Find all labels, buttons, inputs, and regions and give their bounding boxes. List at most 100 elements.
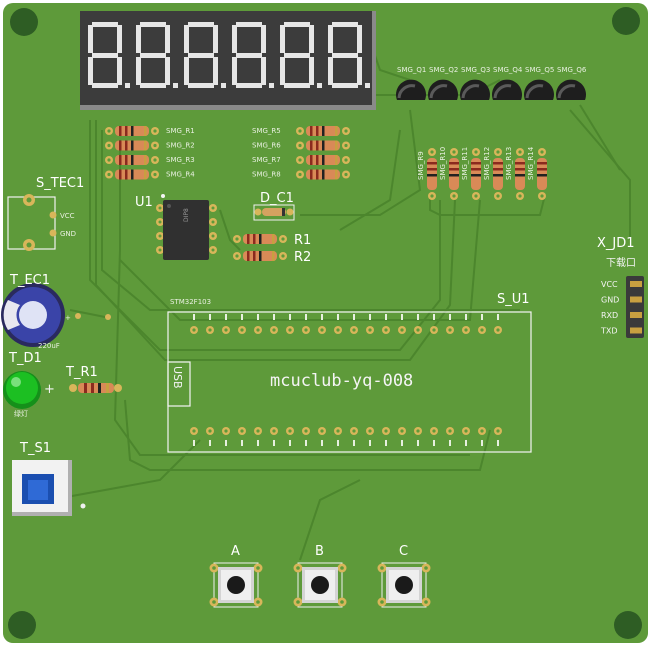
resistor — [493, 148, 503, 200]
button-b[interactable] — [293, 562, 347, 608]
ref-x-jd1: X_JD1 — [597, 236, 635, 251]
transistor-6 — [556, 79, 586, 100]
resistor — [449, 148, 459, 200]
led-plus: + — [44, 382, 55, 397]
segment — [136, 57, 141, 85]
jd-pin — [630, 281, 642, 287]
resistor — [537, 148, 547, 200]
transistor-label: SMG_Q1 — [397, 66, 426, 74]
vert-res-label: SMG_R9 — [417, 151, 425, 180]
segment — [136, 25, 141, 53]
resistor — [105, 140, 159, 151]
segment — [261, 57, 266, 85]
mounting-hole-bl — [8, 611, 36, 639]
tactile-buttons — [209, 562, 431, 608]
mcu-model-label: STM32F103 — [170, 298, 211, 306]
transistor-label: SMG_Q6 — [557, 66, 587, 74]
segment — [165, 57, 170, 85]
pcb-substrate — [3, 3, 648, 643]
tec-pin-vcc: VCC — [60, 212, 75, 220]
segment — [232, 25, 237, 53]
mid-res-label: SMG_R8 — [252, 171, 281, 179]
t-r1-resistor — [69, 383, 122, 393]
mounting-hole-br — [614, 611, 642, 639]
button-a[interactable] — [209, 562, 263, 608]
led-color-label: 绿灯 — [14, 409, 28, 418]
segment — [92, 53, 118, 58]
resistor — [296, 126, 350, 136]
segment — [188, 53, 214, 58]
transistor-2 — [428, 79, 459, 100]
button-cap[interactable] — [395, 576, 413, 594]
segment — [213, 57, 218, 85]
seven-segment-display — [80, 11, 376, 110]
pin1-marker — [161, 194, 165, 198]
ref-t-r1: T_R1 — [65, 365, 98, 380]
button-cap[interactable] — [227, 576, 245, 594]
segment — [332, 53, 358, 58]
u1-chip-label: DIP8 — [183, 208, 190, 222]
segment — [328, 57, 333, 85]
left-res-label: SMG_R3 — [166, 156, 195, 164]
transistor-5 — [524, 79, 554, 100]
jd-pin-label-rxd: RXD — [601, 311, 618, 320]
jd-title: 下载口 — [606, 257, 636, 269]
segment — [328, 25, 333, 53]
segment — [236, 22, 262, 27]
segment — [284, 83, 310, 88]
resistor — [296, 140, 350, 151]
mounting-hole-tr — [612, 7, 640, 35]
segment — [309, 25, 314, 53]
jd-pin-label-vcc: VCC — [601, 280, 618, 289]
board-title: mcuclub-yq-008 — [270, 371, 413, 391]
transistor-4 — [492, 79, 522, 100]
t-ec1-capacitor — [1, 283, 111, 347]
usb-label: USB — [171, 366, 184, 389]
decimal-point — [173, 83, 178, 88]
segment — [117, 57, 122, 85]
ref-t-ec1: T_EC1 — [9, 273, 50, 288]
tec-pin-gnd: GND — [60, 230, 76, 238]
resistor — [233, 234, 287, 244]
transistor-label: SMG_Q5 — [525, 66, 554, 74]
mid-res-label: SMG_R5 — [252, 127, 281, 135]
display-digits — [88, 22, 370, 88]
segment — [117, 25, 122, 53]
mounting-hole-tl — [10, 8, 38, 36]
button-label: A — [231, 544, 240, 559]
segment — [184, 57, 189, 85]
mid-resistor-bank — [296, 126, 350, 180]
transistor-label: SMG_Q4 — [493, 66, 523, 74]
jd-pin — [630, 312, 642, 318]
left-res-label: SMG_R2 — [166, 142, 195, 150]
transistor-3 — [460, 79, 491, 100]
decimal-point — [221, 83, 226, 88]
segment — [357, 57, 362, 85]
mid-res-label: SMG_R6 — [252, 142, 281, 150]
segment — [236, 53, 262, 58]
resistor — [427, 148, 437, 200]
mid-res-label: SMG_R7 — [252, 156, 281, 164]
left-res-label: SMG_R4 — [166, 171, 195, 179]
button-cap[interactable] — [311, 576, 329, 594]
button-c[interactable] — [377, 562, 431, 608]
digit-4 — [232, 22, 274, 88]
segment — [261, 25, 266, 53]
ref-r1: R1 — [294, 233, 311, 248]
jd-pin — [630, 327, 642, 334]
digit-6 — [328, 22, 370, 88]
segment — [88, 25, 93, 53]
left-resistor-bank — [105, 126, 159, 180]
resistor — [296, 155, 350, 165]
segment — [232, 57, 237, 85]
jd-pin-label-gnd: GND — [601, 296, 619, 305]
resistor — [233, 251, 287, 261]
segment — [92, 22, 118, 27]
segment — [357, 25, 362, 53]
segment — [92, 83, 118, 88]
vert-res-label: SMG_R12 — [483, 147, 491, 180]
digit-5 — [280, 22, 322, 88]
cap-value: 220uF — [38, 342, 60, 350]
x-jd1-header — [626, 276, 644, 338]
segment — [332, 83, 358, 88]
